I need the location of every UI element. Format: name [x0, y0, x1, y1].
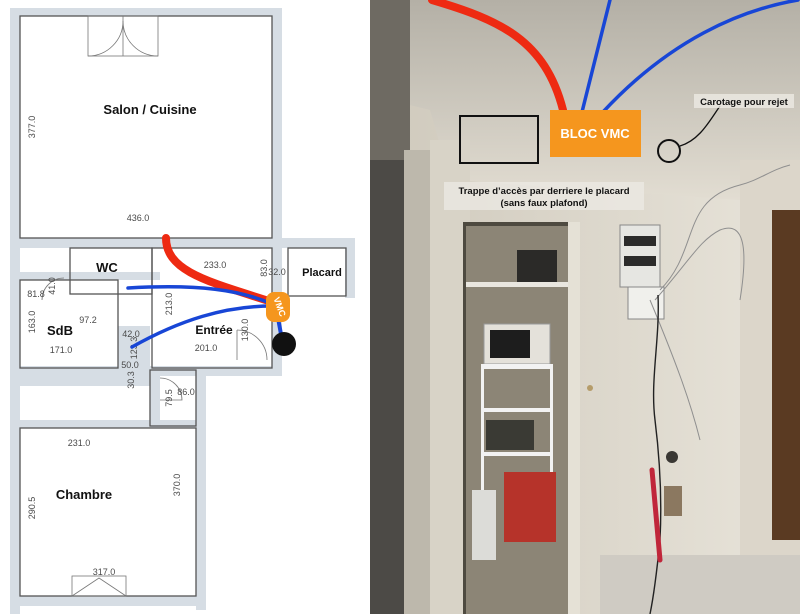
red-rod	[649, 467, 663, 563]
dim-sdb-e: 123.3	[129, 337, 139, 360]
dim-sdb-height: 163.0	[27, 311, 37, 334]
hot-duct-photo	[428, 0, 567, 114]
dim-placard-w: 32.0	[268, 267, 286, 277]
dim-salon-height: 377.0	[27, 116, 37, 139]
vmc-unit	[266, 292, 290, 322]
dim-sdb-width: 171.0	[50, 345, 73, 355]
pantry-item	[486, 420, 534, 450]
dim-entree-height: 213.0	[164, 293, 174, 316]
carotage-circle	[657, 139, 681, 163]
cold-duct-photo-2	[601, 0, 800, 114]
room-salon: Salon / Cuisine	[103, 102, 196, 117]
dim-chambre-top: 231.0	[68, 438, 91, 448]
shopping-bag	[504, 472, 556, 542]
pantry-box	[517, 250, 557, 282]
door-knob	[587, 385, 593, 391]
open-door-edge	[370, 160, 410, 614]
carotage-label-bg	[694, 94, 794, 108]
room-placard: Placard	[302, 267, 342, 279]
room-chambre: Chambre	[56, 487, 112, 502]
bloc-vmc-box	[550, 110, 641, 157]
dim-entree-right: 130.0	[240, 319, 250, 342]
dim-corr-w: 86.0	[177, 387, 195, 397]
walls	[10, 8, 355, 614]
dim-placard-h: 83.0	[259, 259, 269, 277]
trappe-label-bg	[444, 182, 644, 210]
room-entree: Entrée	[195, 323, 233, 337]
dim-chambre-right: 370.0	[172, 474, 182, 497]
pantry-frame-right	[568, 222, 580, 614]
room-sdb: SdB	[47, 323, 73, 338]
wall-hole	[666, 451, 678, 463]
dim-entree-width: 201.0	[195, 343, 218, 353]
floor-tiles	[600, 555, 800, 614]
cold-duct-wc	[126, 285, 274, 306]
right-door	[772, 210, 800, 540]
pantry-shelf	[466, 282, 570, 287]
trappe-label-line2: (sans faux plafond)	[500, 198, 587, 209]
dim-sdb-f: 50.0	[121, 360, 139, 370]
hanging-cable	[649, 294, 662, 614]
trappe-box	[459, 115, 539, 164]
cold-duct-photo-1	[580, 0, 612, 114]
dim-corr-h: 79.5	[164, 389, 174, 407]
breaker-row-1	[624, 236, 656, 246]
shelf-leg-left	[481, 364, 484, 524]
floor-plan: Salon / Cuisine WC Placard SdB Entrée Ch…	[10, 8, 355, 614]
shelf-leg-right	[550, 364, 553, 524]
dim-chambre-bottom: 317.0	[93, 567, 116, 577]
rejet-outlet	[272, 332, 296, 356]
shelf-unit-top	[481, 364, 553, 369]
carotage-pointer	[679, 105, 721, 147]
dim-chambre-left: 290.5	[27, 497, 37, 520]
shelf-unit-low	[481, 452, 553, 456]
trappe-label-line1: Trappe d’accès par derriere le placard	[458, 186, 629, 197]
bloc-vmc-label: BLOC VMC	[560, 126, 630, 141]
dim-sdb-d: 42.0	[122, 329, 140, 339]
carotage-label: Carotage pour rejet	[700, 97, 788, 108]
doors	[41, 15, 268, 597]
microwave-window	[490, 330, 530, 358]
dim-salon-width: 436.0	[127, 213, 150, 223]
cold-duct-sdb	[130, 304, 274, 349]
dim-sdb-g: 30.3	[126, 371, 136, 389]
shelf-unit-mid	[481, 408, 553, 412]
heater	[472, 490, 496, 560]
room-wc: WC	[96, 260, 118, 275]
dim-sdb-a: 81.8	[27, 289, 45, 299]
breaker-row-2	[624, 256, 656, 266]
dim-sdb-b: 41.0	[47, 277, 57, 295]
dimension-labels: 377.0 436.0 233.0 83.0 32.0 213.0 201.0 …	[27, 116, 286, 577]
dim-sdb-c: 97.2	[79, 315, 97, 325]
wall-vent	[664, 486, 682, 516]
dim-hall-width: 233.0	[204, 260, 227, 270]
